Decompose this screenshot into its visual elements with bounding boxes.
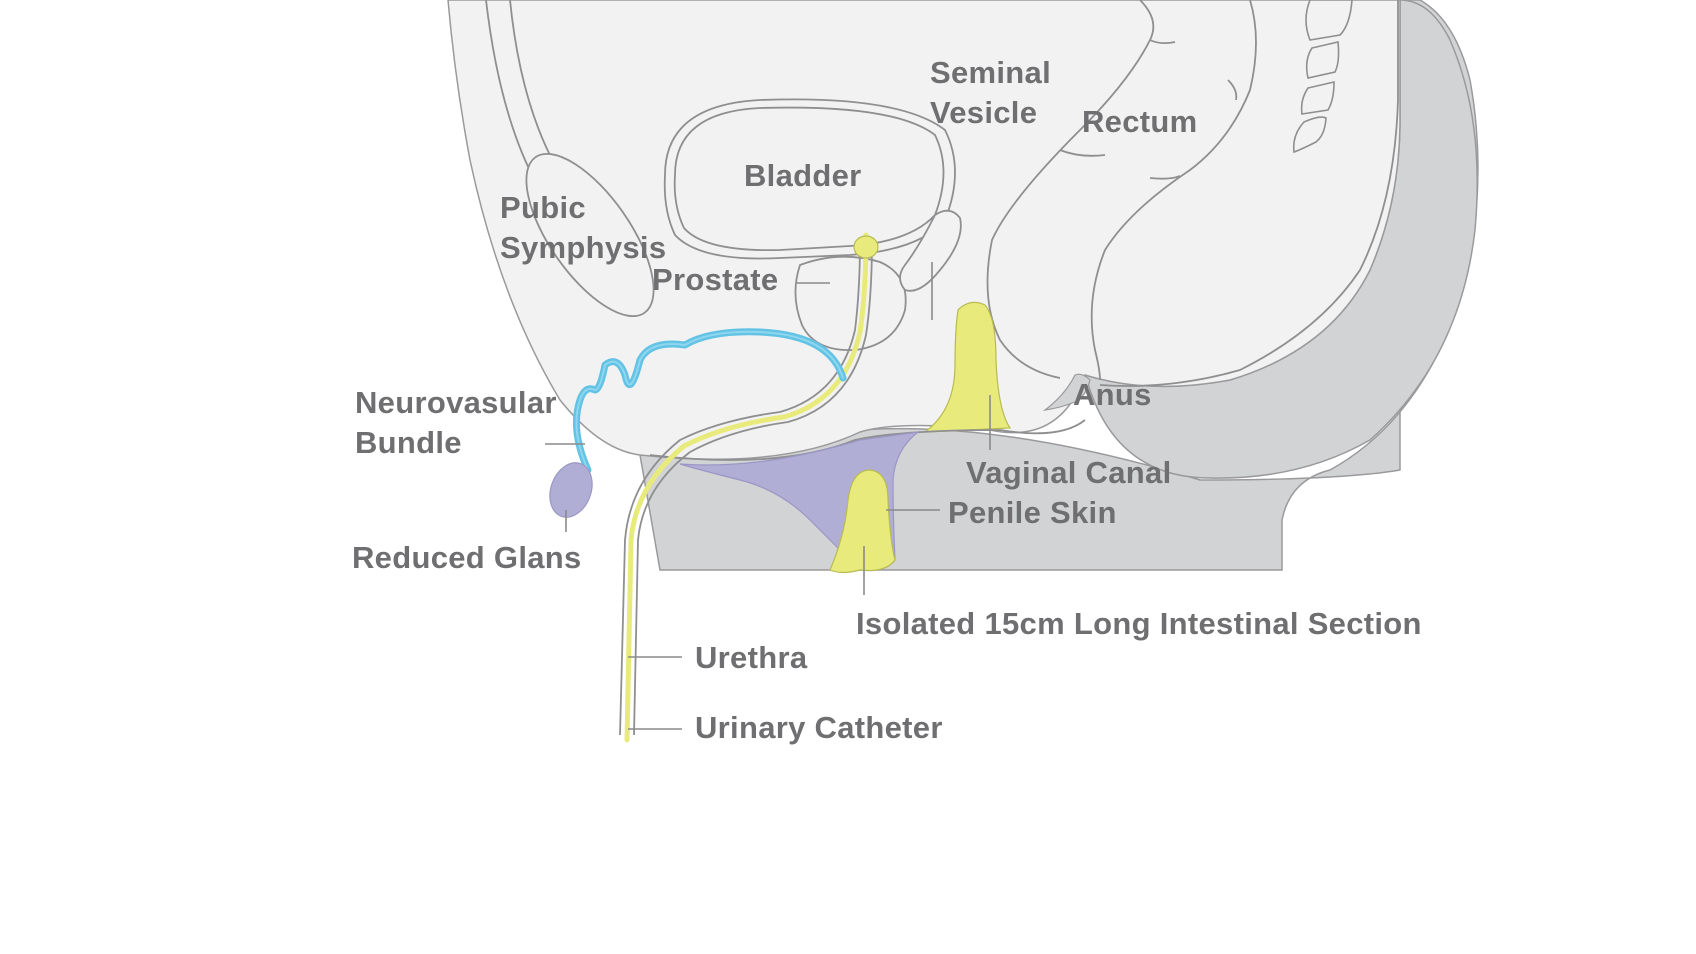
thigh-skin-region xyxy=(639,0,1479,571)
pubic-symphysis-bone xyxy=(525,152,655,318)
rectum-fold-4 xyxy=(1227,79,1238,101)
abdominal-wall-line-inner xyxy=(509,0,556,166)
reduced-glans-shape xyxy=(549,462,593,518)
label-penile-skin: Penile Skin xyxy=(948,495,1117,530)
neurovascular-bundle-core xyxy=(575,330,844,471)
anus-shape xyxy=(1042,373,1091,411)
label-rectum: Rectum xyxy=(1082,104,1198,139)
label-urinary-catheter: Urinary Catheter xyxy=(695,710,943,745)
label-reduced-glans: Reduced Glans xyxy=(352,540,582,575)
urethra-outer xyxy=(619,239,861,736)
label-vaginal-canal: Vaginal Canal xyxy=(966,455,1171,490)
label-anus: Anus xyxy=(1073,377,1152,412)
sacrum-outline xyxy=(1099,0,1399,387)
label-intestinal-section: Isolated 15cm Long Intestinal Section xyxy=(856,606,1422,641)
label-seminal-vesicle-2: Vesicle xyxy=(930,95,1037,130)
seminal-vesicle xyxy=(899,209,962,292)
label-pubic-symphysis-1: Pubic xyxy=(500,190,586,225)
rectum-fold-1 xyxy=(1149,39,1176,45)
perineum-line xyxy=(649,419,1086,461)
label-bladder: Bladder xyxy=(744,158,862,193)
rectum-fold-3 xyxy=(1149,175,1181,180)
label-seminal-vesicle-1: Seminal xyxy=(930,55,1051,90)
label-urethra: Urethra xyxy=(695,640,808,675)
rectum-fold-2 xyxy=(1059,149,1106,157)
catheter-balloon xyxy=(853,235,879,259)
penile-skin-tube xyxy=(829,469,896,574)
urethra-inner xyxy=(633,239,873,736)
label-neurovascular-2: Bundle xyxy=(355,425,462,460)
vaginal-canal-shape xyxy=(923,301,1012,433)
prostate-gland xyxy=(794,255,907,351)
rectum-outline xyxy=(986,0,1155,379)
bladder-inner xyxy=(673,106,945,252)
bladder-outer xyxy=(663,98,956,260)
label-neurovascular-1: Neurovasular xyxy=(355,385,557,420)
rectum-outline-inner xyxy=(1090,0,1257,381)
label-pubic-symphysis-2: Symphysis xyxy=(500,230,666,265)
label-prostate: Prostate xyxy=(652,262,778,297)
vertebrae xyxy=(1292,0,1353,154)
urinary-catheter-tube xyxy=(624,232,869,743)
